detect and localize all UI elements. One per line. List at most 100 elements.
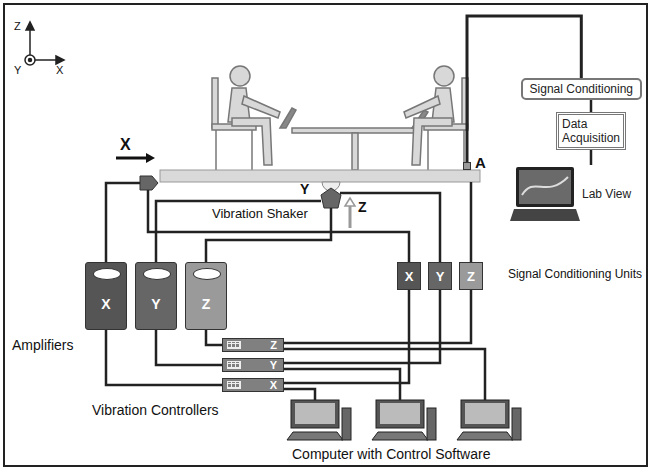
part-label: X: [56, 64, 63, 77]
shaker-z: [321, 188, 341, 208]
sensor-square: [463, 162, 471, 170]
direction-arrow: [116, 157, 146, 160]
part-label: Z: [14, 20, 21, 33]
monitor: [291, 400, 339, 428]
direction-arrow: [349, 206, 352, 228]
part-label: Y: [14, 64, 21, 77]
part-label: Computer with Control Software: [292, 446, 490, 462]
wire: [148, 190, 409, 262]
computers: [287, 400, 521, 440]
wire: [470, 182, 473, 262]
keyboard: [457, 432, 513, 440]
connector-wire: [206, 330, 222, 345]
signal-unit: Y: [428, 262, 452, 290]
shakers: [116, 153, 355, 228]
tower: [427, 408, 436, 440]
platform: [160, 170, 480, 182]
arrow-head: [26, 22, 34, 30]
node-text: X: [405, 269, 414, 284]
monitor: [461, 400, 509, 428]
laptop-node: Lab View: [510, 165, 642, 227]
laptop-base: [510, 209, 580, 221]
indicator-oval: [93, 268, 121, 280]
node-text: Z: [270, 339, 277, 351]
person-arm: [404, 96, 440, 118]
shaker-x: [140, 176, 158, 190]
chair-leg: [215, 130, 217, 170]
table-post: [352, 133, 358, 170]
person-head: [230, 66, 250, 86]
node-text: Y: [151, 296, 160, 312]
grid-icon: [227, 381, 241, 389]
node-text: Data Acquisition: [562, 117, 620, 145]
accelerometer: A: [463, 155, 486, 171]
controller-box: Y: [222, 358, 284, 372]
node-text: A: [475, 155, 486, 170]
process-box: Signal Conditioning: [521, 78, 642, 100]
wire: [284, 349, 485, 400]
laptop-icon: [280, 108, 296, 128]
connector-wire: [106, 330, 222, 385]
part-label: Signal Conditioning Units: [508, 268, 642, 282]
node-text: X: [101, 296, 110, 312]
tower: [512, 408, 521, 440]
wires: [106, 182, 485, 400]
connector-wire: [284, 290, 471, 343]
frame: [4, 4, 647, 466]
connector-wire: [156, 330, 222, 365]
connector-wire: [284, 290, 409, 383]
screen: [380, 403, 420, 424]
laptop-screen: [519, 170, 571, 204]
node-text: X: [270, 379, 277, 391]
controller-box: Z: [222, 338, 284, 352]
person-arm: [242, 96, 280, 118]
amplifier-box: Z: [185, 262, 227, 330]
arrow-head: [345, 198, 355, 206]
wire: [206, 208, 331, 262]
connector-wire: [590, 150, 593, 165]
indicator-oval: [193, 268, 221, 280]
process-box: Data Acquisition: [556, 112, 626, 150]
tower: [342, 408, 351, 440]
wire: [106, 183, 140, 262]
node-text: Y: [270, 359, 277, 371]
person-head: [434, 66, 454, 86]
axes-icon: [25, 22, 64, 65]
wire: [284, 369, 400, 400]
people-table: [212, 66, 468, 170]
computer-icon: [287, 400, 351, 440]
part-label: Vibration Controllers: [92, 402, 219, 418]
node-text: Signal Conditioning: [530, 82, 633, 96]
amplifier-box: X: [85, 262, 127, 330]
person-legs: [412, 118, 452, 165]
signal-unit: Z: [459, 262, 483, 290]
screen: [295, 403, 335, 424]
arrow-head: [146, 153, 155, 163]
part-label: Vibration Shaker: [212, 207, 308, 222]
connector-wire: [284, 290, 440, 363]
axis-dot: [29, 59, 32, 62]
part-label: Z: [358, 199, 367, 215]
chair-leg: [427, 130, 429, 170]
wire: [340, 193, 440, 262]
person-legs: [232, 118, 272, 165]
keyboard: [287, 432, 343, 440]
node-text: Lab View: [582, 187, 642, 201]
amplifier-box: Y: [135, 262, 177, 330]
grid-icon: [227, 361, 241, 369]
signal-unit: X: [397, 262, 421, 290]
computer-icon: [372, 400, 436, 440]
part-label: Amplifiers: [12, 337, 73, 353]
screen: [465, 403, 505, 424]
laptop-icon: [510, 165, 580, 227]
arrow-head: [56, 56, 64, 64]
screen-wave: [522, 177, 568, 195]
part-label: Y: [300, 181, 309, 197]
node-text: Z: [202, 296, 211, 312]
keyboard: [372, 432, 428, 440]
laptop-lid: [516, 167, 574, 207]
computer-icon: [457, 400, 521, 440]
monitor: [376, 400, 424, 428]
